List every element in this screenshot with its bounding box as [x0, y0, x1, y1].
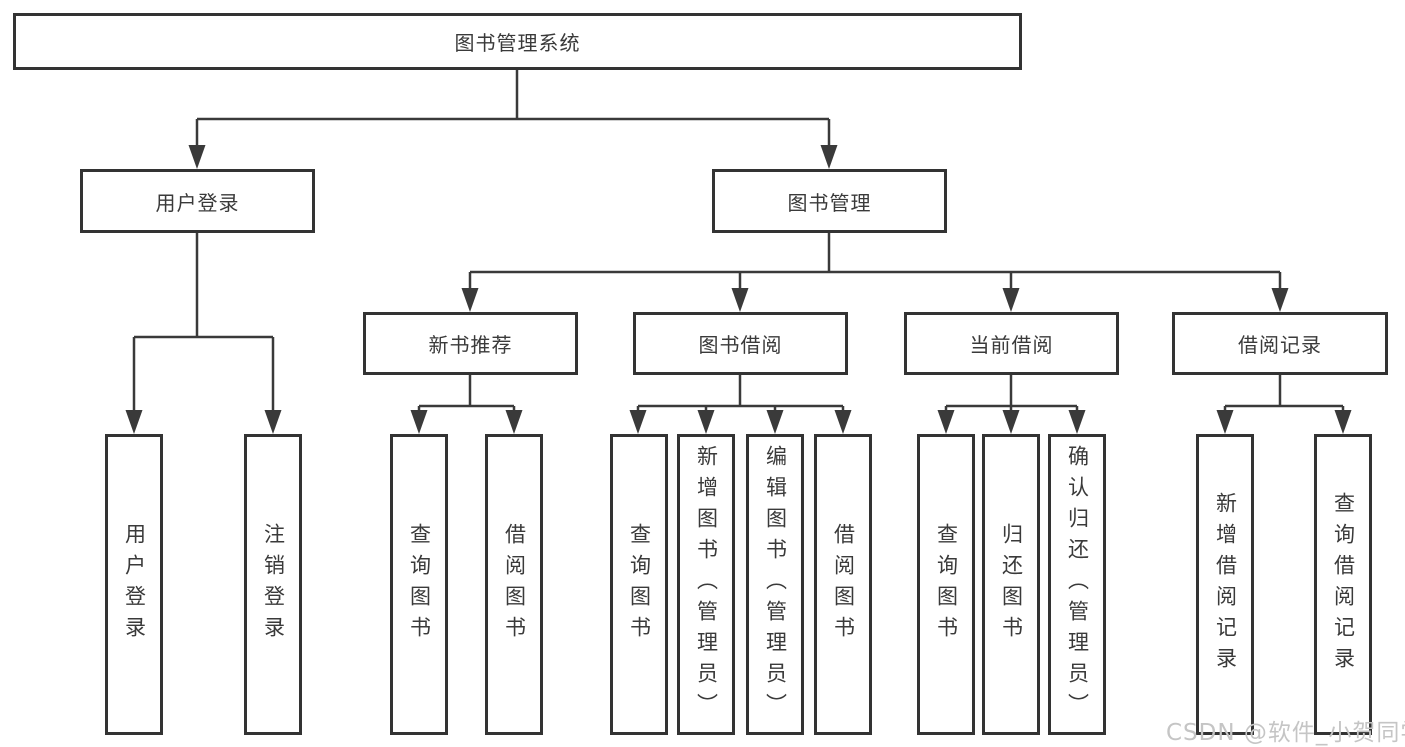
leaf-add-borrow-record: 新增借阅记录 — [1196, 434, 1254, 735]
node-new-book-recommendation-label: 新书推荐 — [428, 333, 513, 357]
leaf-return-books: 归还图书 — [982, 434, 1040, 735]
node-user-login-label: 用户登录 — [155, 190, 240, 215]
leaf-query-books-borrow: 查询图书 — [610, 434, 668, 735]
leaf-add-book-admin-label: 新增图书（管理员） — [694, 445, 719, 724]
leaf-borrow-books-borrow-label: 借阅图书 — [831, 522, 856, 647]
node-library-management-system-label: 图书管理系统 — [454, 31, 581, 55]
node-user-login: 用户登录 — [80, 169, 315, 233]
leaf-query-books-borrow-label: 查询图书 — [627, 522, 652, 647]
leaf-query-borrow-record: 查询借阅记录 — [1314, 434, 1372, 735]
leaf-query-books-current: 查询图书 — [917, 434, 975, 735]
leaf-logout-label: 注销登录 — [261, 522, 286, 647]
node-book-management: 图书管理 — [712, 169, 947, 233]
leaf-query-borrow-record-label: 查询借阅记录 — [1331, 491, 1356, 678]
node-library-management-system: 图书管理系统 — [13, 13, 1022, 70]
node-borrowing-records: 借阅记录 — [1172, 312, 1388, 375]
leaf-borrow-books-recommend-label: 借阅图书 — [502, 522, 527, 647]
leaf-borrow-books-borrow: 借阅图书 — [814, 434, 872, 735]
leaf-edit-book-admin-label: 编辑图书（管理员） — [763, 445, 788, 724]
node-new-book-recommendation: 新书推荐 — [363, 312, 578, 375]
leaf-confirm-return-admin-label: 确认归还（管理员） — [1065, 445, 1090, 724]
node-current-borrowing-label: 当前借阅 — [969, 333, 1054, 357]
leaf-add-book-admin: 新增图书（管理员） — [677, 434, 735, 735]
leaf-query-books-current-label: 查询图书 — [934, 522, 959, 647]
arrowheads — [125, 145, 1352, 434]
leaf-user-login-label: 用户登录 — [122, 522, 147, 647]
leaf-add-borrow-record-label: 新增借阅记录 — [1213, 491, 1238, 678]
leaf-user-login: 用户登录 — [105, 434, 163, 735]
node-book-borrowing-label: 图书借阅 — [698, 333, 783, 357]
leaf-borrow-books-recommend: 借阅图书 — [485, 434, 543, 735]
node-current-borrowing: 当前借阅 — [904, 312, 1119, 375]
node-borrowing-records-label: 借阅记录 — [1238, 333, 1322, 357]
leaf-query-books-recommend: 查询图书 — [390, 434, 448, 735]
leaf-return-books-label: 归还图书 — [999, 522, 1024, 647]
node-book-borrowing: 图书借阅 — [633, 312, 848, 375]
csdn-watermark: CSDN @软件_小贺同学 — [1166, 720, 1405, 746]
tree-edges — [132, 70, 1345, 412]
leaf-confirm-return-admin: 确认归还（管理员） — [1048, 434, 1106, 735]
leaf-logout: 注销登录 — [244, 434, 302, 735]
leaf-query-books-recommend-label: 查询图书 — [407, 522, 432, 647]
leaf-edit-book-admin: 编辑图书（管理员） — [746, 434, 804, 735]
node-book-management-label: 图书管理 — [787, 190, 872, 215]
